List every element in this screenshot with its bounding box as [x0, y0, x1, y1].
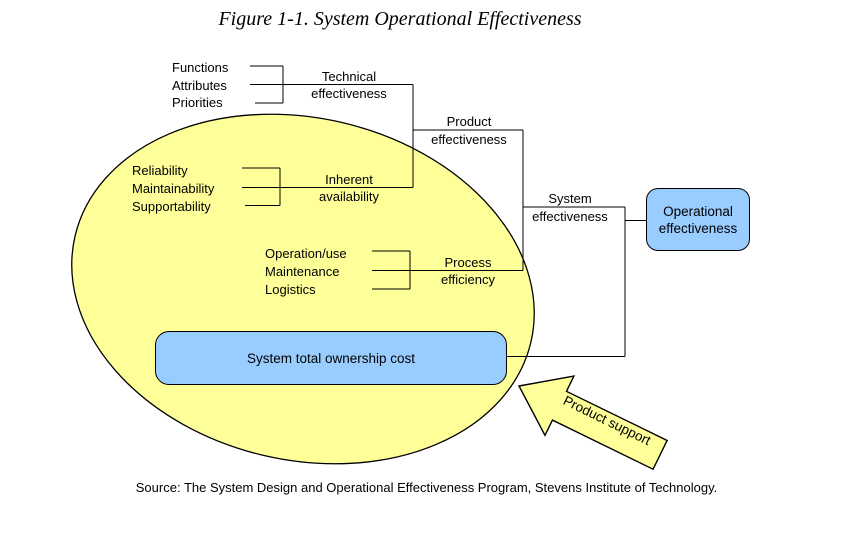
total-ownership-cost-box: System total ownership cost [155, 331, 507, 385]
bracket-process [372, 250, 523, 290]
inherent-input-reliability: Reliability [132, 163, 188, 178]
inherent-availability-label: Inherent availability [319, 171, 379, 205]
process-input-operation-use: Operation/use [265, 246, 347, 261]
inherent-input-maintainability: Maintainability [132, 181, 215, 196]
technical-input-priorities: Priorities [172, 95, 223, 111]
technical-input-functions: Functions [172, 60, 229, 75]
figure-title: Figure 1-1. System Operational Effective… [218, 8, 582, 30]
process-input-maintenance: Maintenance [265, 264, 340, 279]
process-efficiency-label: Process efficiency [441, 254, 495, 288]
technical-input-attributes: Attributes [172, 77, 227, 93]
technical-inputs: Functions Attributes Priorities [172, 59, 228, 112]
inherent-input-supportability: Supportability [132, 199, 211, 214]
bracket-inherent [242, 167, 413, 207]
connector-lines [242, 65, 646, 358]
line-system [523, 206, 646, 357]
operational-effectiveness-box: Operational effectiveness [646, 188, 750, 251]
process-inputs: Operation/use Maintenance Logistics [265, 245, 347, 299]
inherent-inputs: Reliability Maintainability Supportabili… [132, 162, 214, 216]
process-input-logistics: Logistics [265, 282, 316, 297]
line-product [413, 129, 524, 271]
source-citation: Source: The System Design and Operationa… [135, 480, 718, 495]
system-effectiveness-label: System effectiveness [532, 191, 608, 224]
bracket-technical [250, 65, 413, 104]
product-effectiveness-label: Product effectiveness [431, 114, 507, 147]
product-support-arrow [517, 375, 669, 471]
technical-effectiveness-label: Technical effectiveness [311, 68, 387, 102]
